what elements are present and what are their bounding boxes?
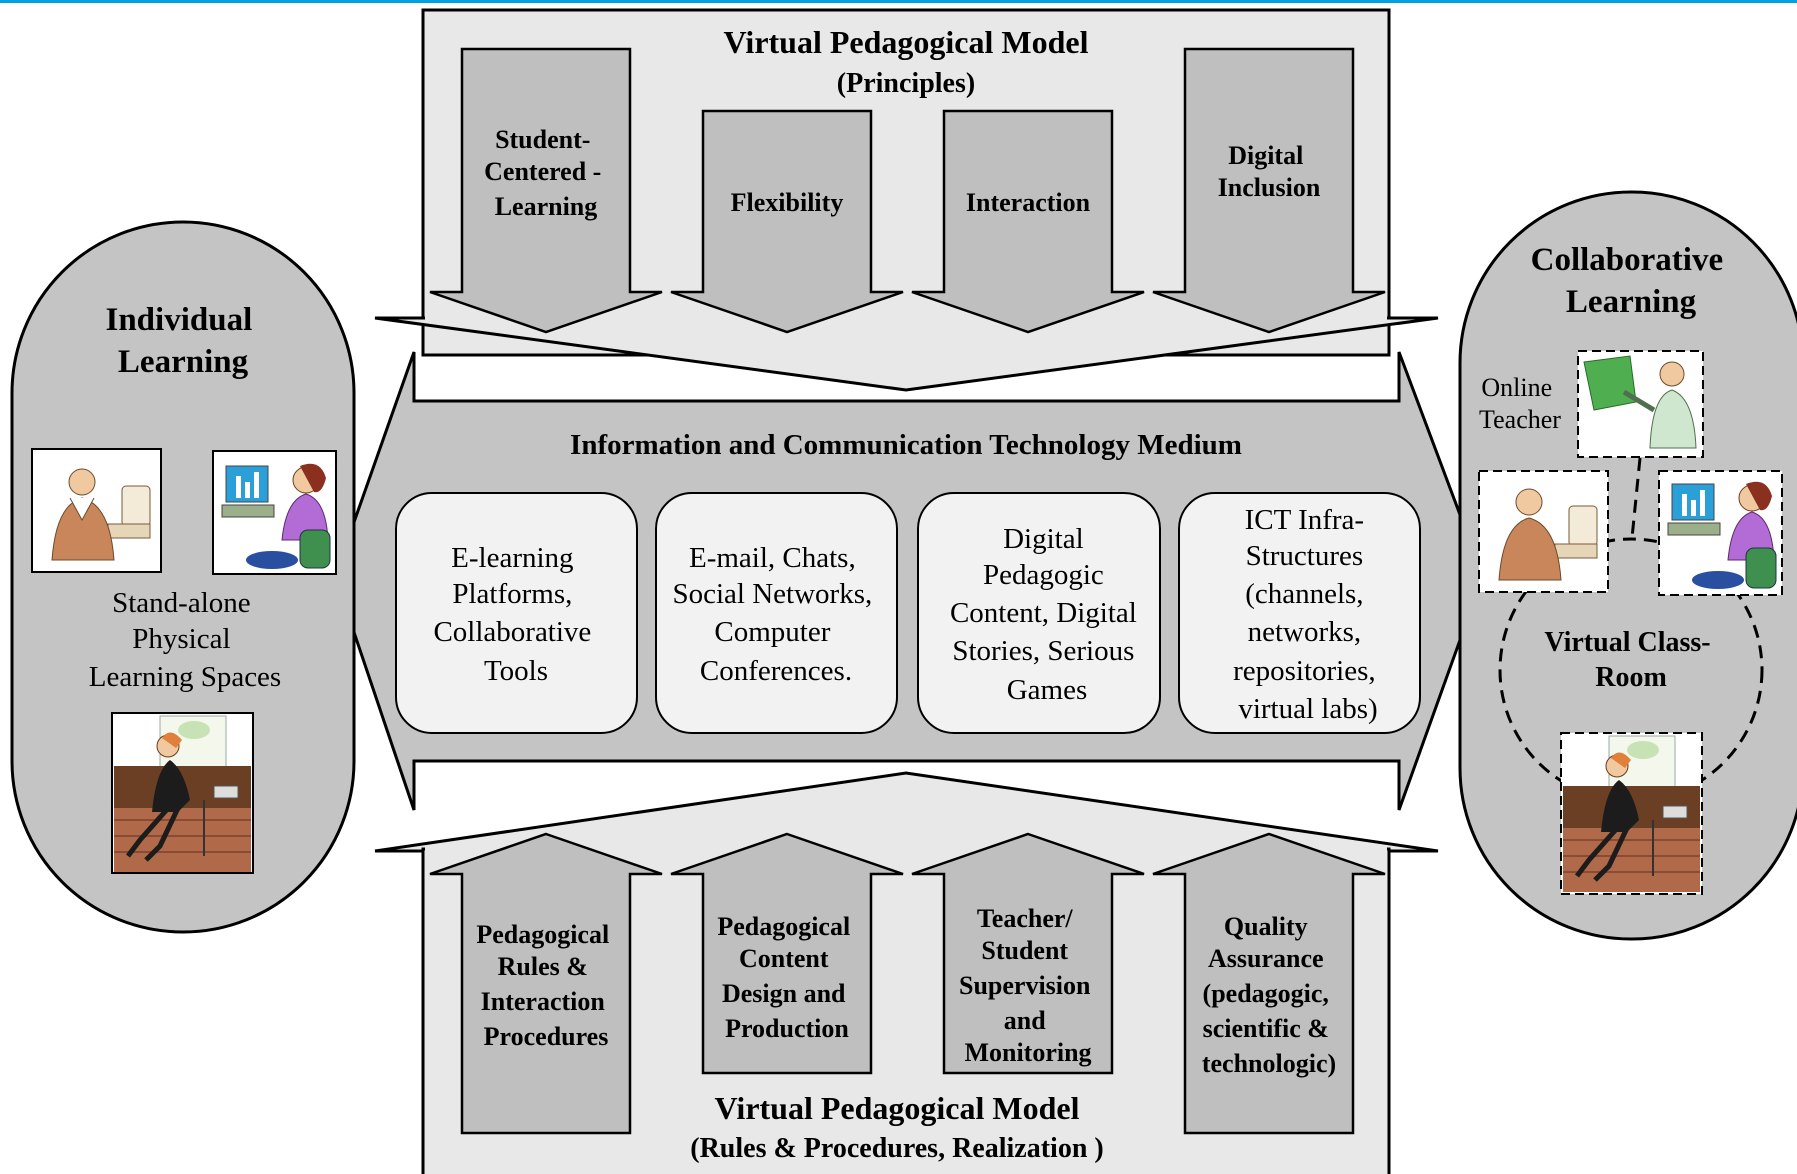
medium-box-4-text: ICT Infra- Structures (channels, network… [1233,504,1383,725]
principle-arrow-2: Flexibility [670,109,904,334]
stand-alone-caption: Stand-alone Physical Learning Spaces [89,587,281,693]
collaborative-learning-title: Collaborative Learning [1531,242,1732,320]
classroom-woman-at-computer-icon [1658,470,1783,596]
bottom-model-title: Virtual Pedagogical Model [715,1090,1080,1126]
ict-medium-title: Information and Communication Technology… [570,429,1242,461]
top-model-title: Virtual Pedagogical Model [724,24,1089,60]
realization-arrow-1: Pedagogical Rules & Interaction Procedur… [429,832,663,1135]
collaborative-learning-capsule: Collaborative Learning Online Teacher [1458,190,1797,941]
virtual-classroom-label: Virtual Class- Room [1544,627,1717,693]
classroom-man-at-computer-icon [1478,470,1609,593]
realization-arrow-3-label: Teacher/ Student Supervision and Monitor… [959,904,1097,1067]
virtual-classroom-circle [1498,537,1764,803]
realization-arrow-4-label: Quality Assurance (pedagogic, scientific… [1202,912,1336,1078]
medium-box-4: ICT Infra- Structures (channels, network… [1178,492,1421,734]
realization-arrow-3: Teacher/ Student Supervision and Monitor… [911,832,1145,1075]
realization-arrow-2: Pedagogical Content Design and Productio… [670,832,904,1075]
top-accent-line [0,0,1797,3]
man-at-computer-icon [31,448,162,573]
realization-arrow-4: Quality Assurance (pedagogic, scientific… [1152,832,1386,1135]
top-model-subtitle: (Principles) [837,68,975,99]
medium-box-3-text: Digital Pedagogic Content, Digital Stori… [950,523,1144,706]
medium-box-3: Digital Pedagogic Content, Digital Stori… [917,492,1161,734]
realization-arrow-2-label: Pedagogical Content Design and Productio… [717,912,856,1043]
medium-box-2-text: E-mail, Chats, Social Networks, Computer… [673,542,880,687]
woman-on-sofa-icon [111,712,254,874]
woman-at-computer-icon [212,450,337,575]
online-teacher-label: Online Teacher [1479,373,1561,434]
teacher-connector [1630,457,1642,539]
principle-arrow-3-label: Interaction [966,188,1091,217]
principle-arrow-1: Student- Centered - Learning [429,47,663,334]
principle-arrow-3: Interaction [911,109,1145,334]
medium-box-2: E-mail, Chats, Social Networks, Computer… [655,492,898,734]
realization-arrow-1-label: Pedagogical Rules & Interaction Procedur… [476,920,615,1051]
bottom-model-subtitle: (Rules & Procedures, Realization ) [690,1133,1103,1164]
principle-arrow-2-label: Flexibility [731,188,844,217]
teacher-at-board-icon [1577,350,1704,458]
principle-arrow-4-label: Digital Inclusion [1218,141,1321,202]
principle-arrow-4: Digital Inclusion [1152,47,1386,334]
medium-box-1-text: E-learning Platforms, Collaborative Tool… [433,542,598,687]
individual-learning-capsule: Individual Learning Stand- [10,220,356,934]
individual-learning-title: Individual Learning [105,302,260,380]
classroom-woman-on-sofa-icon [1560,732,1703,895]
medium-box-1: E-learning Platforms, Collaborative Tool… [395,492,638,734]
principle-arrow-1-label: Student- Centered - Learning [484,125,608,221]
